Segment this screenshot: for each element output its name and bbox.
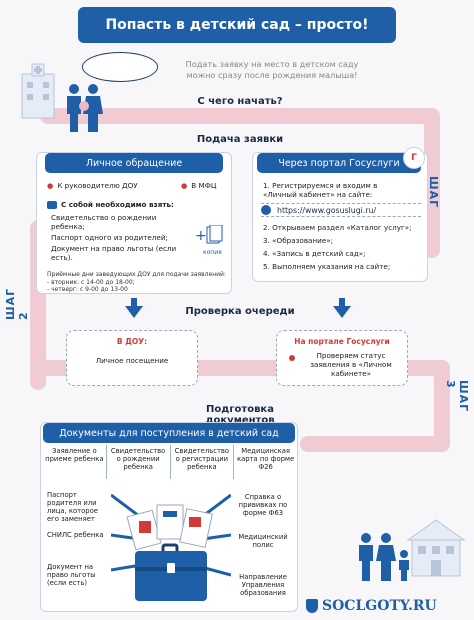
doc-parent-passport: Паспорт родителя или лица, которое его з… bbox=[47, 491, 98, 524]
doc-medical-card: Медицинская карта по форме Ф26 bbox=[233, 445, 297, 479]
family-icon bbox=[354, 532, 414, 582]
watermark-text: SOCLGOTY.RU bbox=[322, 598, 437, 614]
portal-step-5: 5. Выполняем указания на сайте; bbox=[263, 262, 391, 271]
doc-application: Заявление о приеме ребенка bbox=[45, 447, 104, 464]
submit-title: Подача заявки bbox=[196, 134, 284, 145]
doc-snils: СНИЛС ребенка bbox=[47, 531, 104, 539]
page-title: Попасть в детский сад – просто! bbox=[78, 7, 396, 43]
step-track-bottom bbox=[300, 436, 450, 452]
intro-line-2: можно сразу после рождения малыша! bbox=[186, 70, 358, 81]
mfc-option: ● В МФЦ bbox=[181, 181, 231, 190]
portal-panel: Через портал Госуслуги Г 1. Регистрируем… bbox=[252, 147, 428, 282]
check-portal-text: Проверяем статус заявления в «Личном каб… bbox=[310, 351, 392, 378]
briefcase-documents-illustration bbox=[110, 485, 232, 609]
hours-block: Приёмные дни заведующих ДОУ для подачи з… bbox=[47, 271, 229, 294]
step-track-right bbox=[424, 108, 440, 258]
doc-vaccination: Справка о прививках по форме Ф63 bbox=[238, 493, 288, 518]
check-dou-box: В ДОУ: Личное посещение bbox=[66, 330, 198, 386]
hospital-icon bbox=[18, 60, 58, 120]
kindergarten-building-icon bbox=[404, 514, 468, 578]
doc-medical-policy: Медицинский полис bbox=[238, 533, 288, 550]
to-head-option: ● К руководителю ДОУ bbox=[47, 181, 157, 190]
location-icon-2: ● bbox=[181, 181, 188, 190]
doc-referral: Направление Управления образования bbox=[239, 573, 287, 598]
intro-line-1: Подать заявку на место в детском саду bbox=[185, 59, 359, 69]
step-track-top bbox=[40, 108, 440, 124]
portal-url-link[interactable]: https://www.gosuslugi.ru/ bbox=[277, 205, 377, 215]
list-item: Документ на право льготы (если есть). bbox=[51, 244, 177, 262]
prep-docs-title: Подготовка документов bbox=[205, 404, 275, 426]
portal-step-3: 3. «Образование»; bbox=[263, 236, 334, 245]
copy-docs-icon: + bbox=[195, 224, 225, 251]
check-dou-text: Личное посещение bbox=[95, 356, 169, 365]
globe-icon bbox=[261, 205, 271, 215]
arrow-left-stem bbox=[131, 298, 137, 308]
doc-benefit-right: Документ на право льготы (если есть) bbox=[47, 563, 96, 588]
step-2-label: ШАГ 2 bbox=[4, 287, 30, 320]
documents-top-row: Заявление о приеме ребенка Свидетельство… bbox=[43, 445, 297, 479]
hours-tuesday: - вторник: с 14-00 до 18-00; bbox=[47, 278, 135, 286]
speech-bubble bbox=[82, 52, 158, 82]
svg-text:+: + bbox=[195, 228, 207, 244]
personal-panel: Личное обращение ● К руководителю ДОУ ● … bbox=[36, 152, 232, 294]
start-question: С чего начать? bbox=[197, 96, 283, 107]
portal-url-row: https://www.gosuslugi.ru/ bbox=[261, 203, 421, 217]
documents-panel: Документы для поступления в детский сад … bbox=[40, 422, 298, 612]
copy-label: копия bbox=[203, 249, 222, 256]
mfc-label: В МФЦ bbox=[191, 181, 217, 190]
portal-step-2: 2. Открываем раздел «Каталог услуг»; bbox=[263, 223, 412, 232]
watermark: SOCLGOTY.RU bbox=[306, 596, 472, 616]
shield-icon bbox=[306, 599, 318, 613]
check-portal-box: На портале Госуслуги Проверяем статус за… bbox=[276, 330, 408, 386]
documents-panel-header: Документы для поступления в детский сад bbox=[43, 423, 295, 443]
hours-thursday: - четверг: с 9-00 до 13-00 bbox=[47, 286, 128, 293]
portal-step-1: 1. Регистрируемся и входим в «Личный каб… bbox=[263, 181, 378, 199]
arrow-down-right bbox=[333, 306, 351, 318]
intro-text: Подать заявку на место в детском саду мо… bbox=[162, 59, 382, 81]
location-icon: ● bbox=[47, 181, 54, 190]
to-head-label: К руководителю ДОУ bbox=[57, 181, 138, 190]
list-item: Свидетельство о рождении ребенка; bbox=[51, 213, 157, 231]
portal-step-4: 4. «Запись в детский сад»; bbox=[263, 249, 366, 258]
doc-registration-certificate: Свидетельство о регистрации ребенка bbox=[169, 445, 234, 479]
step-3-label: ШАГ 3 bbox=[444, 380, 470, 413]
gosuslugi-logo-icon: Г bbox=[403, 147, 425, 169]
check-queue-title: Проверка очереди bbox=[185, 306, 295, 317]
arrow-right-stem bbox=[339, 298, 345, 308]
bring-list: Свидетельство о рождении ребенка; Паспор… bbox=[51, 213, 191, 262]
bring-heading: С собой необходимо взять: bbox=[47, 200, 197, 209]
arrow-down-left bbox=[125, 306, 143, 318]
bullet-icon bbox=[289, 355, 295, 361]
doc-birth-certificate: Свидетельство о рождении ребенка bbox=[105, 445, 170, 479]
check-dou-label: В ДОУ: bbox=[116, 337, 148, 346]
hours-title: Приёмные дни заведующих ДОУ для подачи з… bbox=[47, 271, 226, 278]
bring-label: С собой необходимо взять: bbox=[61, 200, 174, 209]
briefcase-icon bbox=[47, 200, 57, 209]
portal-steps-list: 2. Открываем раздел «Каталог услуг»; 3. … bbox=[263, 223, 423, 271]
parents-with-baby-icon bbox=[62, 82, 106, 134]
step-track-right2 bbox=[434, 360, 450, 450]
personal-panel-header: Личное обращение bbox=[45, 153, 223, 173]
list-item: Паспорт одного из родителей; bbox=[51, 233, 168, 242]
portal-panel-header: Через портал Госуслуги bbox=[257, 153, 421, 173]
check-portal-label: На портале Госуслуги bbox=[294, 337, 390, 346]
